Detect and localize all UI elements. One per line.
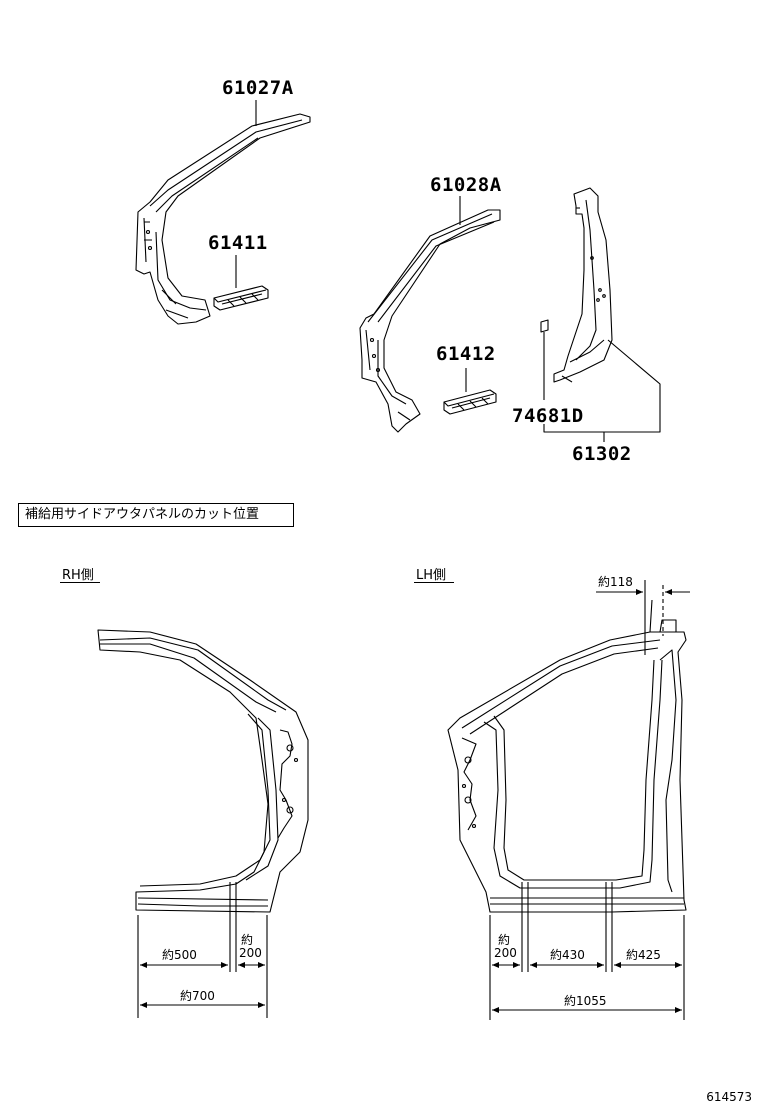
lh-dim-200-value: 200 <box>494 946 517 960</box>
part-61028A-drawing <box>359 196 501 433</box>
cut-position-note: 補給用サイドアウタパネルのカット位置 <box>18 503 294 527</box>
part-61412-drawing <box>443 368 497 415</box>
part-number-61302[interactable]: 61302 <box>572 443 632 465</box>
lh-outer-panel-drawing <box>447 599 687 913</box>
lh-dim-425: 約425 <box>626 948 661 962</box>
rh-dimensions <box>137 882 268 1018</box>
rh-side-underline <box>60 582 100 583</box>
lh-side-underline <box>414 582 454 583</box>
figure-number: 614573 <box>706 1090 752 1104</box>
part-61302-drawing <box>540 187 661 442</box>
lh-dimensions <box>489 580 690 1020</box>
lh-side-label: LH側 <box>416 568 447 583</box>
rh-dim-200-prefix: 約 <box>241 933 254 947</box>
part-number-61027A[interactable]: 61027A <box>222 77 294 99</box>
part-number-61411[interactable]: 61411 <box>208 232 268 254</box>
part-number-74681D[interactable]: 74681D <box>512 405 584 427</box>
lh-dim-430: 約430 <box>550 948 585 962</box>
part-number-61412[interactable]: 61412 <box>436 343 496 365</box>
rh-dim-500: 約500 <box>162 948 197 962</box>
part-61027A-drawing <box>135 100 311 325</box>
part-74681D-drawing <box>540 319 549 333</box>
rh-side-label: RH側 <box>62 568 94 583</box>
rh-dim-700: 約700 <box>180 989 215 1003</box>
part-number-61028A[interactable]: 61028A <box>430 174 502 196</box>
lh-dim-1055: 約1055 <box>564 994 607 1008</box>
rh-dim-200-value: 200 <box>239 946 262 960</box>
lh-dim-118: 約118 <box>598 575 633 589</box>
part-61411-drawing <box>213 255 269 311</box>
rh-outer-panel-drawing <box>97 629 309 913</box>
lh-dim-200-prefix: 約 <box>498 933 511 947</box>
